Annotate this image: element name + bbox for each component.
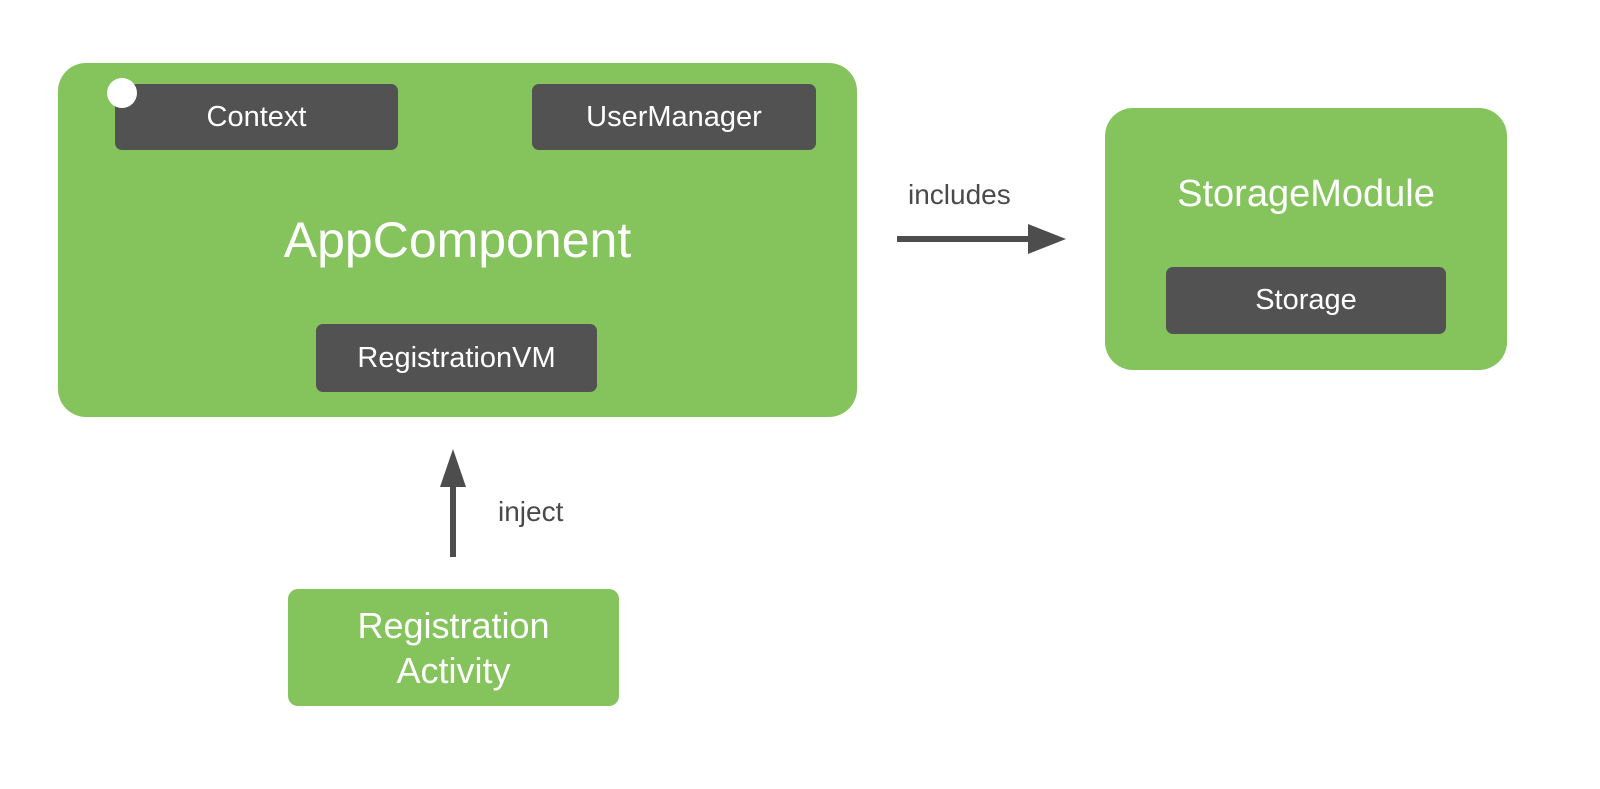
app-component-title: AppComponent [58, 63, 857, 417]
inject-arrow-shaft [450, 480, 456, 557]
chip-context-label: Context [206, 100, 307, 133]
chip-registration-vm-label: RegistrationVM [357, 341, 556, 374]
includes-arrow-shaft [897, 236, 1030, 242]
inject-edge-label: inject [498, 496, 564, 527]
chip-registration-vm: RegistrationVM [316, 324, 597, 392]
storage-module-title: StorageModule [1105, 174, 1507, 214]
storage-module-title-text: StorageModule [1177, 173, 1435, 215]
storage-module-box: StorageModule Storage [1105, 108, 1507, 370]
registration-activity-box: Registration Activity [288, 589, 619, 706]
chip-user-manager-label: UserManager [586, 100, 762, 133]
registration-activity-line2: Activity [396, 649, 511, 691]
chip-storage-label: Storage [1255, 284, 1357, 316]
provision-dot-icon [107, 78, 137, 108]
chip-context: Context [115, 84, 398, 150]
registration-activity-line1: Registration [357, 604, 550, 646]
app-component-title-text: AppComponent [283, 212, 632, 268]
includes-edge-label: includes [908, 179, 1011, 210]
chip-storage: Storage [1166, 267, 1446, 334]
app-component-box: Context UserManager AppComponent Registr… [58, 63, 857, 417]
chip-user-manager: UserManager [532, 84, 816, 150]
includes-arrowhead-icon [1028, 224, 1066, 254]
